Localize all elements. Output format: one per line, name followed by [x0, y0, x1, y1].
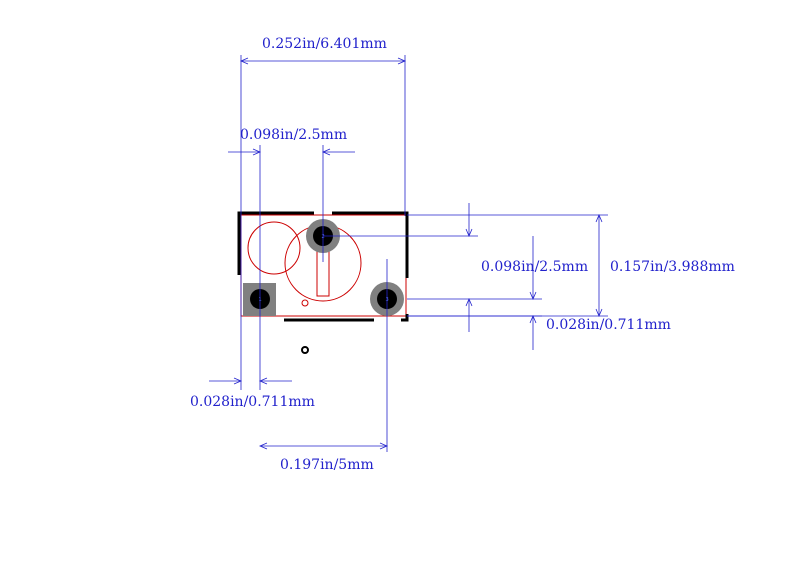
- silkscreen-outline: [237, 211, 409, 322]
- dimension-labels: 0.252in/6.401mm 0.098in/2.5mm 0.098in/2.…: [190, 36, 735, 473]
- dimension-lines: [209, 55, 608, 452]
- dim-padleft-arrow-left: [233, 377, 243, 385]
- dim-height-arrow-bottom: [595, 308, 603, 318]
- pad-1: 1: [243, 283, 276, 316]
- dim-spacing-arrow-left: [258, 442, 268, 450]
- pin1-indicator: [301, 346, 309, 354]
- dim-piny-arrow-top: [465, 228, 473, 238]
- dim-height-arrow-top: [595, 213, 603, 223]
- label-pin-spacing: 0.197in/5mm: [280, 457, 374, 473]
- dim-padbottom-arrow-up: [465, 297, 473, 307]
- label-pad-left-offset: 0.028in/0.711mm: [190, 394, 315, 410]
- dim-spacing-arrow-right: [379, 442, 389, 450]
- silk-left-corner: [237, 211, 314, 275]
- dim-padbottom-arrow-right: [529, 314, 537, 324]
- marker-circle: [301, 299, 309, 307]
- dim-padleft-arrow-right: [258, 377, 268, 385]
- body-circle-small: [247, 221, 301, 275]
- dim-width-arrow-right: [397, 57, 407, 65]
- label-overall-width: 0.252in/6.401mm: [262, 36, 387, 52]
- dim-pinx-arrow-left: [252, 148, 262, 156]
- silk-right-top: [332, 211, 409, 278]
- silk-right-bottom: [401, 314, 409, 322]
- dim-piny-arrow-bottom: [529, 291, 537, 301]
- label-pin-offset-x: 0.098in/2.5mm: [240, 127, 347, 143]
- dim-pinx-arrow-right: [321, 148, 331, 156]
- label-overall-height: 0.157in/3.988mm: [610, 259, 735, 275]
- label-pin-offset-y: 0.098in/2.5mm: [481, 259, 588, 275]
- dim-width-arrow-left: [239, 57, 249, 65]
- label-pad-bottom-offset: 0.028in/0.711mm: [546, 317, 671, 333]
